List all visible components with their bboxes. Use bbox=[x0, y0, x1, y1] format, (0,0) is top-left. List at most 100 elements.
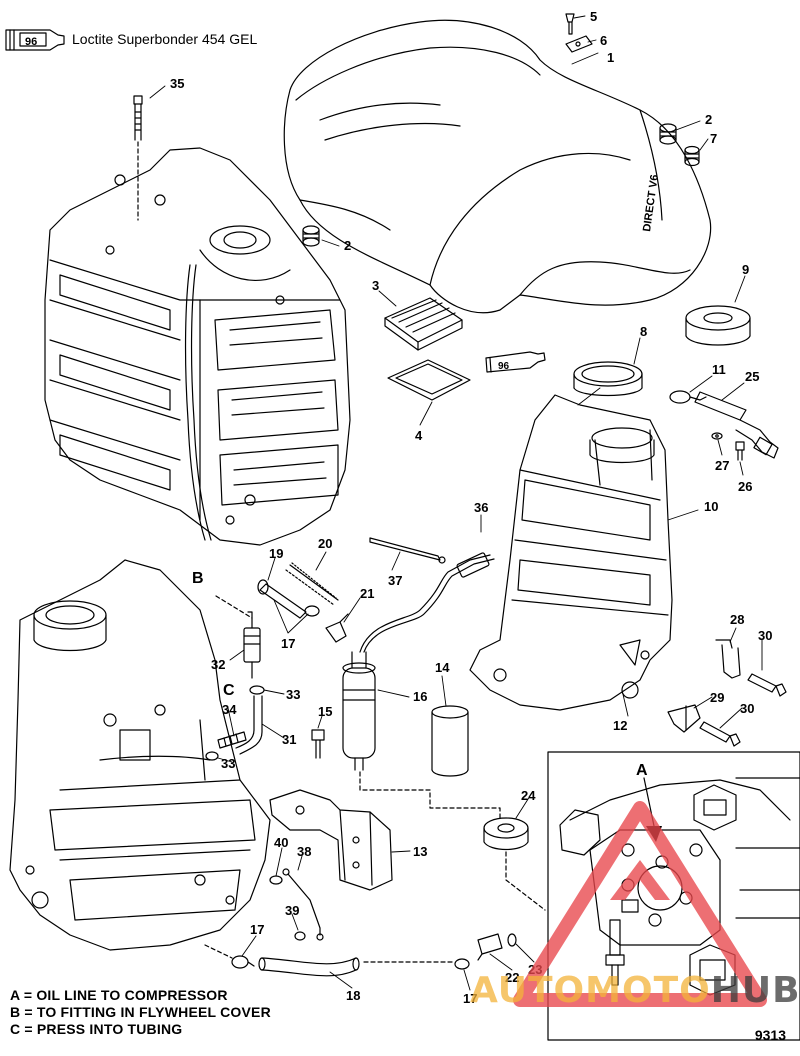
callout-39: 39 bbox=[285, 903, 299, 918]
callout-29: 29 bbox=[710, 690, 724, 705]
clamp-part-17-right bbox=[454, 958, 470, 970]
grommet-part-7 bbox=[684, 145, 700, 167]
callout-1: 1 bbox=[607, 50, 614, 65]
wire-harness-part-36 bbox=[359, 552, 495, 653]
hose-part-31 bbox=[235, 695, 263, 755]
clamp-part-11 bbox=[669, 390, 707, 404]
seal-part-8 bbox=[573, 361, 643, 397]
hose-part-18 bbox=[258, 957, 360, 977]
cover-badge-text: DIRECT V6 bbox=[641, 174, 661, 233]
screw-part-30-upper bbox=[747, 673, 787, 697]
clamp-part-33-upper bbox=[249, 685, 265, 695]
callout-36: 36 bbox=[474, 500, 488, 515]
callout-7: 7 bbox=[710, 131, 717, 146]
spring-part-20 bbox=[285, 562, 339, 606]
engine-cover bbox=[283, 19, 712, 314]
callout-24: 24 bbox=[521, 788, 536, 803]
callout-38: 38 bbox=[297, 844, 311, 859]
callout-16: 16 bbox=[413, 689, 427, 704]
filter-part-3 bbox=[384, 297, 463, 351]
callout-32: 32 bbox=[211, 657, 225, 672]
callout-13: 13 bbox=[413, 844, 427, 859]
elbow-fitting-part-21 bbox=[325, 613, 349, 643]
callout-2: 2 bbox=[705, 112, 712, 127]
callout-3: 3 bbox=[372, 278, 379, 293]
tie-strap-part-37 bbox=[369, 537, 446, 564]
callout-27: 27 bbox=[715, 458, 729, 473]
clamp-part-17-lower bbox=[231, 955, 255, 969]
callout-19: 19 bbox=[269, 546, 283, 561]
grommet-part-24 bbox=[483, 817, 529, 851]
stud-part-35 bbox=[133, 95, 143, 141]
dashed-route-17 bbox=[204, 944, 233, 959]
callout-28: 28 bbox=[730, 612, 744, 627]
callout-33: 33 bbox=[221, 756, 235, 771]
leader-lines bbox=[149, 15, 763, 991]
clamp-part-17-upper bbox=[304, 605, 320, 617]
callout-34: 34 bbox=[222, 702, 237, 717]
callout-8: 8 bbox=[640, 324, 647, 339]
fitting-part-34 bbox=[217, 731, 247, 749]
sealant-tube-small-icon bbox=[485, 351, 546, 373]
bracket-part-28 bbox=[715, 639, 741, 679]
watermark-text-part2: HUB bbox=[710, 970, 800, 1011]
grommet-part-2-upper bbox=[659, 123, 677, 145]
callout-11: 11 bbox=[712, 362, 726, 377]
sensor-part-25 bbox=[694, 391, 779, 459]
callout-2: 2 bbox=[344, 238, 351, 253]
callout-10: 10 bbox=[704, 499, 718, 514]
bracket-part-29 bbox=[667, 704, 701, 733]
fitting-part-19 bbox=[257, 579, 307, 619]
watermark-logo-icon bbox=[513, 801, 767, 1007]
callout-12: 12 bbox=[613, 718, 627, 733]
bracket-part-13 bbox=[269, 789, 393, 891]
callout-5: 5 bbox=[590, 9, 597, 24]
callout-25: 25 bbox=[745, 369, 759, 384]
washer-part-39 bbox=[294, 931, 306, 941]
dashed-route-pump bbox=[359, 771, 501, 819]
vapor-separator-assembly bbox=[9, 559, 271, 951]
callout-6: 6 bbox=[600, 33, 607, 48]
clip-part-6 bbox=[565, 35, 593, 53]
cap-part-9 bbox=[685, 305, 751, 346]
callout-C: C bbox=[223, 682, 235, 699]
callout-37: 37 bbox=[388, 573, 402, 588]
ground-strap-part-38 bbox=[282, 868, 324, 941]
clamp-part-33-lower bbox=[205, 751, 219, 761]
sealant-tube-number: 96 bbox=[25, 36, 37, 48]
callout-15: 15 bbox=[318, 704, 332, 719]
watermark-text: AUTOMOTOHUB bbox=[470, 970, 800, 1011]
air-silencer-part-10 bbox=[469, 394, 673, 711]
callout-26: 26 bbox=[738, 479, 752, 494]
screw-part-26 bbox=[735, 441, 745, 461]
callout-17: 17 bbox=[463, 991, 477, 1006]
callout-17: 17 bbox=[281, 636, 295, 651]
figure-number: 9313 bbox=[754, 1027, 786, 1043]
gasket-part-4 bbox=[387, 359, 471, 401]
legend-item-a: A = OIL LINE TO COMPRESSOR bbox=[10, 987, 228, 1003]
callout-21: 21 bbox=[360, 586, 374, 601]
dashed-route-B bbox=[215, 595, 253, 619]
callout-14: 14 bbox=[435, 660, 450, 675]
callout-4: 4 bbox=[415, 428, 423, 443]
callout-35: 35 bbox=[170, 76, 184, 91]
dashed-route-24 bbox=[505, 851, 546, 911]
callout-B: B bbox=[192, 570, 204, 587]
callout-33: 33 bbox=[286, 687, 300, 702]
washer-part-27 bbox=[711, 432, 723, 440]
legend-item-b: B = TO FITTING IN FLYWHEEL COVER bbox=[10, 1004, 271, 1020]
callout-A: A bbox=[636, 762, 648, 779]
sealant-label: Loctite Superbonder 454 GEL bbox=[72, 31, 258, 47]
callout-20: 20 bbox=[318, 536, 332, 551]
callout-30: 30 bbox=[758, 628, 772, 643]
sealant-tube-icon bbox=[5, 29, 65, 51]
callout-40: 40 bbox=[274, 835, 288, 850]
callout-18: 18 bbox=[346, 988, 360, 1003]
screw-part-15 bbox=[311, 729, 325, 759]
inline-filter-part-32 bbox=[243, 611, 261, 679]
callout-31: 31 bbox=[282, 732, 296, 747]
legend-item-c: C = PRESS INTO TUBING bbox=[10, 1021, 183, 1037]
grommet-part-2-lower bbox=[302, 225, 320, 247]
watermark-text-part1: AUTOMOTO bbox=[470, 970, 711, 1011]
